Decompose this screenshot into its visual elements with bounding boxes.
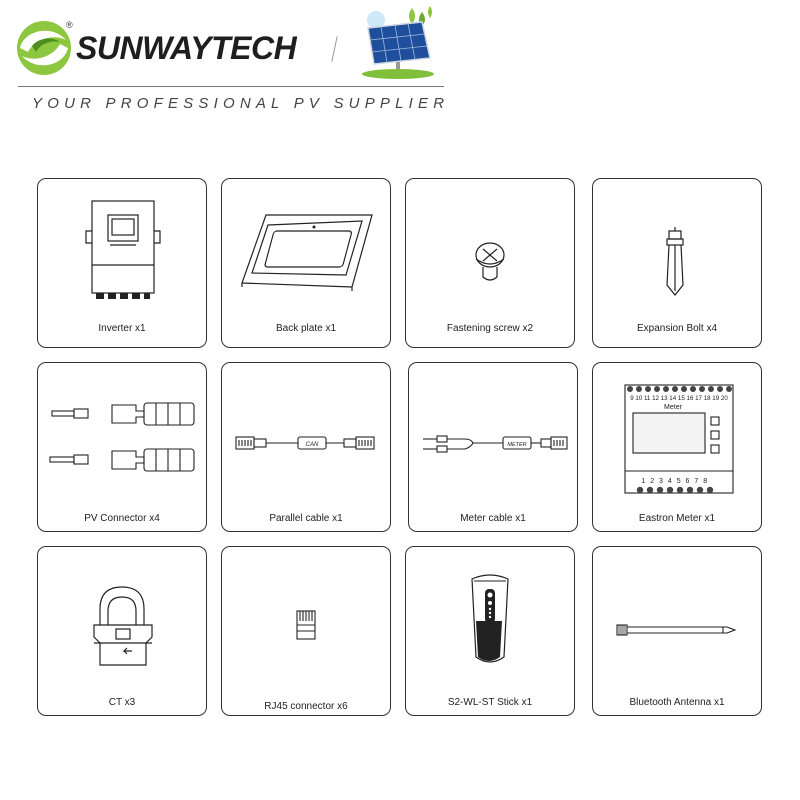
item-label-pv-connector: PV Connector x4 bbox=[84, 513, 160, 524]
item-label-bluetooth-antenna: Bluetooth Antenna x1 bbox=[629, 697, 725, 708]
tagline: YOUR PROFESSIONAL PV SUPPLIER bbox=[32, 95, 450, 112]
item-card-ct: CT x3 bbox=[37, 546, 207, 716]
meter-top-terminals: 9 10 11 12 13 14 15 16 17 18 19 20 bbox=[630, 395, 728, 402]
rj45-connector-icon bbox=[296, 610, 316, 640]
meter-cable-tag: METER bbox=[507, 442, 526, 448]
item-card-inverter: Inverter x1 bbox=[37, 178, 207, 348]
sunwaytech-logo-icon bbox=[17, 21, 71, 75]
header-rule bbox=[18, 86, 444, 87]
meter-title: Meter bbox=[664, 404, 683, 411]
item-card-parallel-cable: CAN Parallel cable x1 bbox=[221, 362, 391, 532]
item-label-eastron-meter: Eastron Meter x1 bbox=[638, 513, 716, 524]
item-label-wifi-stick: S2-WL-ST Stick x1 bbox=[447, 697, 533, 708]
item-label-meter-cable: Meter cable x1 bbox=[460, 513, 526, 524]
parallel-cable-icon: CAN bbox=[235, 436, 375, 450]
ct-clamp-icon bbox=[93, 586, 153, 666]
item-card-fastening-screw: Fastening screw x2 bbox=[405, 178, 575, 348]
item-label-fastening-screw: Fastening screw x2 bbox=[446, 323, 534, 334]
wifi-stick-icon bbox=[471, 574, 509, 663]
inverter-icon bbox=[85, 200, 161, 299]
item-label-inverter: Inverter x1 bbox=[98, 323, 146, 334]
item-label-back-plate: Back plate x1 bbox=[275, 323, 337, 334]
item-card-back-plate: Back plate x1 bbox=[221, 178, 391, 348]
parallel-cable-tag: CAN bbox=[306, 442, 319, 448]
header-divider bbox=[331, 36, 338, 62]
item-label-expansion-bolt: Expansion Bolt x4 bbox=[636, 323, 718, 334]
meter-bottom-terminals: 1 2 3 4 5 6 7 8 bbox=[641, 478, 708, 485]
item-label-rj45: RJ45 connector x6 bbox=[264, 701, 348, 712]
item-card-meter-cable: METER Meter cable x1 bbox=[408, 362, 578, 532]
item-card-bluetooth-antenna: Bluetooth Antenna x1 bbox=[592, 546, 762, 716]
item-card-rj45: RJ45 connector x6 bbox=[221, 546, 391, 716]
eastron-meter-icon: 9 10 11 12 13 14 15 16 17 18 19 20 Meter… bbox=[624, 384, 734, 494]
item-card-eastron-meter: 9 10 11 12 13 14 15 16 17 18 19 20 Meter… bbox=[592, 362, 762, 532]
item-label-ct: CT x3 bbox=[108, 697, 136, 708]
solar-panel-image bbox=[356, 4, 440, 80]
back-plate-icon bbox=[241, 214, 373, 291]
item-card-expansion-bolt: Expansion Bolt x4 bbox=[592, 178, 762, 348]
meter-cable-icon: METER bbox=[423, 435, 568, 453]
registered-mark: ® bbox=[66, 20, 73, 30]
expansion-bolt-icon bbox=[666, 227, 684, 296]
item-label-parallel-cable: Parallel cable x1 bbox=[269, 513, 343, 524]
brand-name: SUNWAYTECH bbox=[76, 30, 297, 66]
screw-icon bbox=[475, 242, 505, 281]
item-card-pv-connector: PV Connector x4 bbox=[37, 362, 207, 532]
pv-connector-icon bbox=[49, 402, 195, 472]
bluetooth-antenna-icon bbox=[616, 624, 737, 636]
item-card-wifi-stick: S2-WL-ST Stick x1 bbox=[405, 546, 575, 716]
